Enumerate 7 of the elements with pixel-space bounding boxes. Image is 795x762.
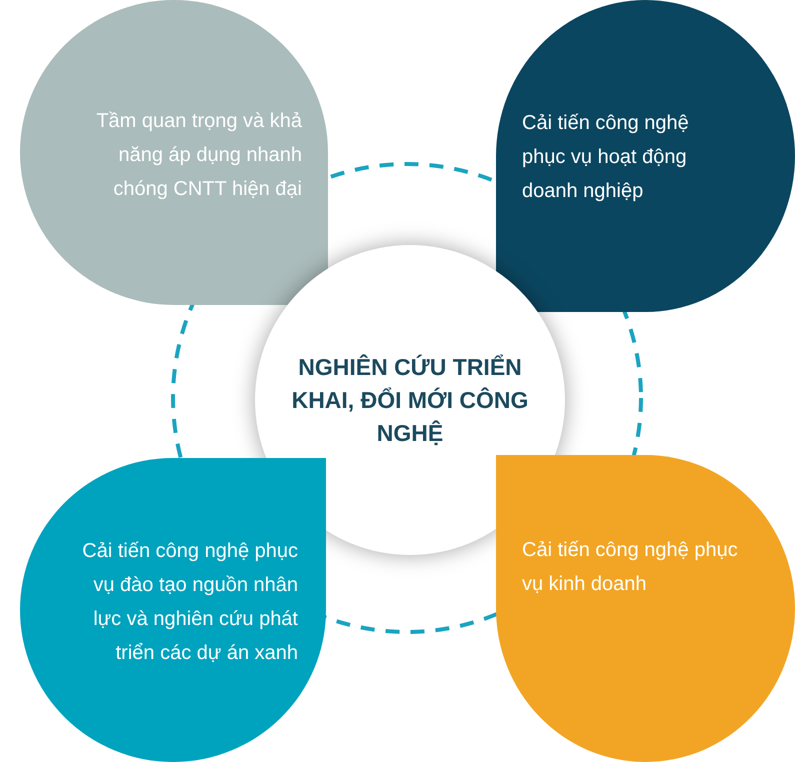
node-text: Cải tiến công nghệ phục vụ đào tạo nguồn nhân lực và nghiên cứu phát triển các dự án xanh xyxy=(81,539,298,666)
node-text: Cải tiến công nghệ phục vụ kinh doanh xyxy=(522,538,739,597)
node-text: Cải tiến công nghệ phục vụ hoạt động doanh nghiệp xyxy=(522,111,690,204)
node-text: NGHIÊN CỨU TRIỂN KHAI, ĐỔI MỚI CÔNG NGHỆ xyxy=(290,352,530,448)
leaf-shape xyxy=(20,458,326,762)
node-text: Tầm quan trọng và khả năng áp dụng nhanh chóng CNTT hiện đại xyxy=(95,109,302,202)
leaf-shape xyxy=(496,455,795,762)
